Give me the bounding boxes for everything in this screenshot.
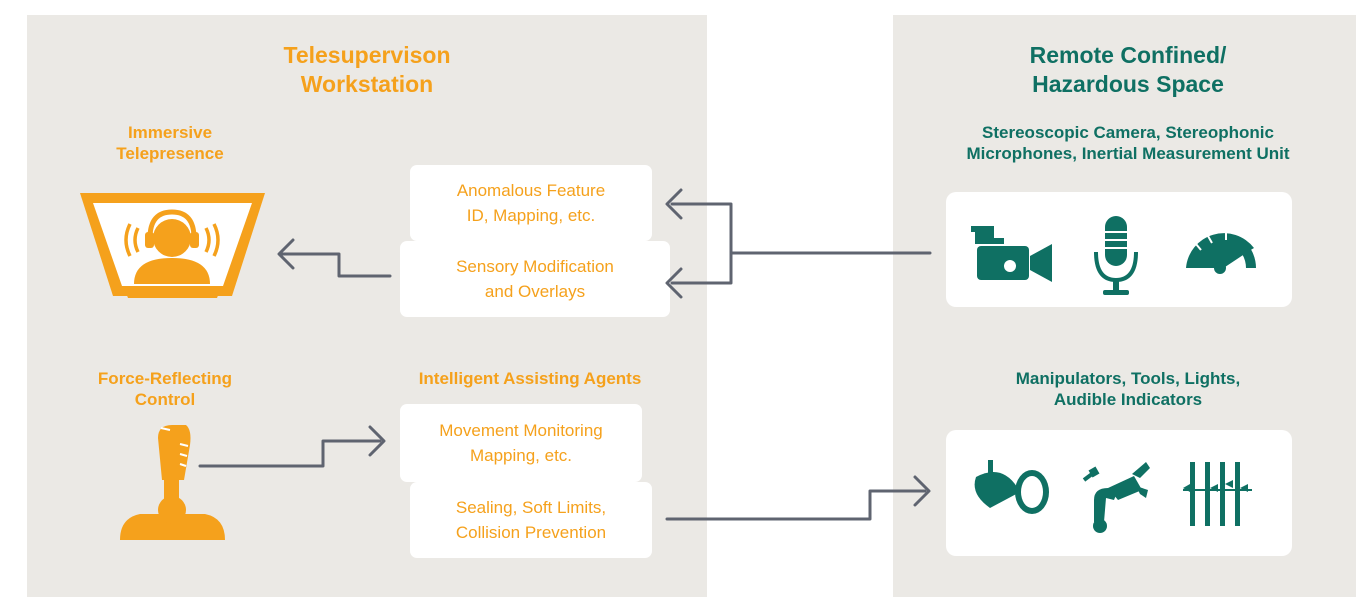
robotic-arm-icon — [1082, 462, 1150, 533]
anomalous-feature-box: Anomalous Feature ID, Mapping, etc. — [410, 165, 652, 241]
remote-space-title: Remote Confined/ Hazardous Space — [1029, 42, 1227, 97]
telepresence-arrowhead — [277, 238, 295, 270]
spotlight-icon — [974, 460, 1049, 514]
sensory-arrowhead — [665, 267, 683, 299]
control-to-agents-line — [198, 439, 382, 468]
actuators-arrowhead — [913, 475, 931, 507]
microphone-icon — [1094, 216, 1138, 295]
workstation-title: Telesupervison Workstation — [283, 42, 451, 97]
movement-monitoring-box: Movement Monitoring Mapping, etc. — [400, 404, 642, 482]
sealing-soft-limits-box: Sealing, Soft Limits, Collision Preventi… — [410, 482, 652, 558]
sensors-label: Stereoscopic Camera, Stereophonic Microp… — [966, 123, 1290, 164]
overlay-to-telepresence-line — [279, 252, 392, 278]
actuators-label: Manipulators, Tools, Lights, Audible Ind… — [1015, 369, 1241, 410]
video-camera-icon — [971, 226, 1052, 282]
sensory-modification-box: Sensory Modification and Overlays — [400, 241, 670, 317]
agents-arrowhead — [368, 425, 386, 457]
sensor-feed-line — [670, 202, 932, 255]
agents-to-actuators-line — [665, 489, 927, 521]
gauge-icon — [1186, 232, 1256, 274]
intelligent-agents-heading: Intelligent Assisting Agents — [418, 369, 642, 388]
force-reflecting-control-label: Force-Reflecting Control — [97, 369, 233, 410]
joystick-icon — [120, 425, 225, 540]
sensor-feed-branch — [670, 251, 733, 285]
audible-indicator-icon — [1183, 462, 1252, 526]
immersive-telepresence-label: Immersive Telepresence — [116, 123, 224, 164]
headset-user-icon — [124, 209, 220, 284]
anomalous-arrowhead — [665, 188, 683, 220]
